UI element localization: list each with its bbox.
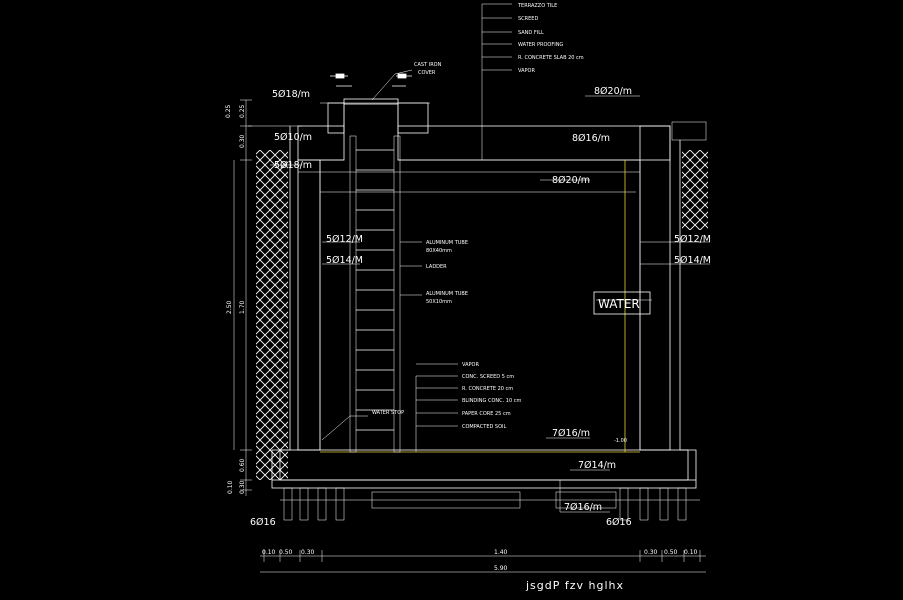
rebar-top-left-3: 5Ø18/m <box>274 160 312 171</box>
soil-right <box>682 150 708 230</box>
rebar-foot-left: 6Ø16 <box>250 517 276 528</box>
roof-layer-1: TERRAZZO TILE <box>517 3 557 9</box>
vdim-4: 2.50 <box>226 300 233 314</box>
rebar-top-left-2: 5Ø10/m <box>274 132 312 143</box>
drawing-title: jsgdP fzv hglhx <box>525 579 624 592</box>
soil-right-top <box>671 121 707 141</box>
rebar-foot-right: 6Ø16 <box>606 517 632 528</box>
rebar-wall-left-2: 5Ø14/M <box>326 255 363 266</box>
level-mark: -1.00 <box>614 438 627 444</box>
roof-layer-3: SAND FILL <box>518 30 544 36</box>
water-label: WATER <box>598 297 640 311</box>
ladder-label: LADDER <box>426 264 447 270</box>
alu-tube-2-size: 50X10mm <box>426 299 452 305</box>
roof-layer-2: SCREED <box>518 16 538 22</box>
roof-layer-4: WATER PROOFING <box>518 42 563 48</box>
floor-layer-2: CONC. SCREED 5 cm <box>462 374 514 380</box>
floor-layer-5: PAPER CORE 25 cm <box>462 411 511 417</box>
cover-label-2: COVER <box>418 70 436 76</box>
horizontal-dimensions <box>260 550 706 573</box>
vdim-3: 0.30 <box>239 134 246 148</box>
rebar-base-3: 7Ø16/m <box>564 502 602 513</box>
floor-layer-1: VAPOR <box>462 362 479 368</box>
rebar-top-left-1: 5Ø18/m <box>272 89 310 100</box>
rebar-wall-right-2: 5Ø14/M <box>674 255 711 266</box>
rebar-slab-mid: 8Ø16/m <box>572 133 610 144</box>
water-stop-label: WATER STOP <box>372 410 404 416</box>
alu-tube-1-size: 80X40mm <box>426 248 452 254</box>
alu-tube-1-label: ALUMINUM TUBE <box>426 240 468 246</box>
cast-iron-cover <box>330 73 412 105</box>
rebar-slab-top: 8Ø20/m <box>594 86 632 97</box>
ladder <box>349 135 401 453</box>
water-label-box <box>593 291 651 315</box>
hdim-right-1: 0.30 <box>644 549 658 556</box>
rebar-base-2: 7Ø14/m <box>578 460 616 471</box>
roof-layer-5: R. CONCRETE SLAB 20 cm <box>518 55 584 61</box>
vdim-6: 0.60 <box>239 458 246 472</box>
rebar-slab-bottom: 8Ø20/m <box>552 175 590 186</box>
rebar-base-1: 7Ø16/m <box>552 428 590 439</box>
vdim-2: 0.25 <box>239 104 246 118</box>
floor-layer-6: COMPACTED SOIL <box>462 424 506 430</box>
floor-layer-4: BLINDING CONC. 10 cm <box>462 398 521 404</box>
hdim-right-2: 0.50 <box>664 549 678 556</box>
roof-layer-6: VAPOR <box>518 68 535 74</box>
foundation-piles <box>280 487 700 521</box>
hdim-right-3: 0.10 <box>684 549 698 556</box>
cover-label-1: CAST IRON <box>414 62 442 68</box>
hdim-left-3: 0.30 <box>301 549 315 556</box>
hdim-left-2: 0.50 <box>279 549 293 556</box>
rebar-wall-left-1: 5Ø12/M <box>326 234 363 245</box>
rebar-wall-right-1: 5Ø12/M <box>674 234 711 245</box>
ladder-rungs <box>356 149 394 431</box>
soil-left <box>256 150 288 480</box>
hdim-left-1: 0.10 <box>262 549 276 556</box>
hdim-total: 5.90 <box>494 565 508 572</box>
hdim-middle: 1.40 <box>494 549 508 556</box>
vertical-dimensions <box>233 99 252 496</box>
floor-layer-3: R. CONCRETE 20 cm <box>462 386 513 392</box>
vdim-5: 1.70 <box>239 300 246 314</box>
concrete-walls <box>271 102 697 489</box>
alu-tube-2-label: ALUMINUM TUBE <box>426 291 468 297</box>
vdim-1: 0.25 <box>225 104 232 118</box>
leader-lines <box>248 3 710 513</box>
vdim-7: 0.30 <box>239 480 246 494</box>
vdim-8: 0.10 <box>227 480 234 494</box>
